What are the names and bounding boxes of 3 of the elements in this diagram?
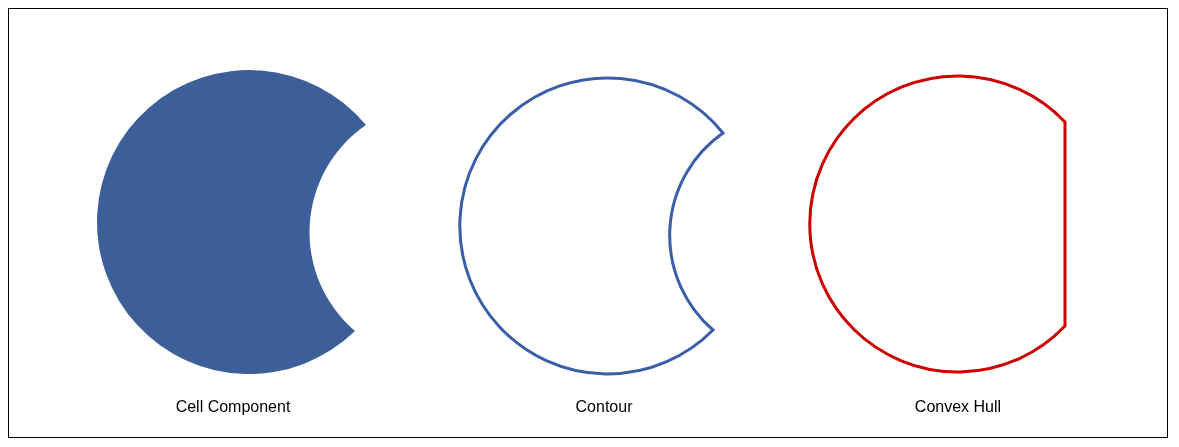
node-label: Contour — [575, 398, 633, 416]
node-label: Convex Hull — [914, 398, 1002, 416]
node-label: Cell Component — [175, 398, 291, 416]
